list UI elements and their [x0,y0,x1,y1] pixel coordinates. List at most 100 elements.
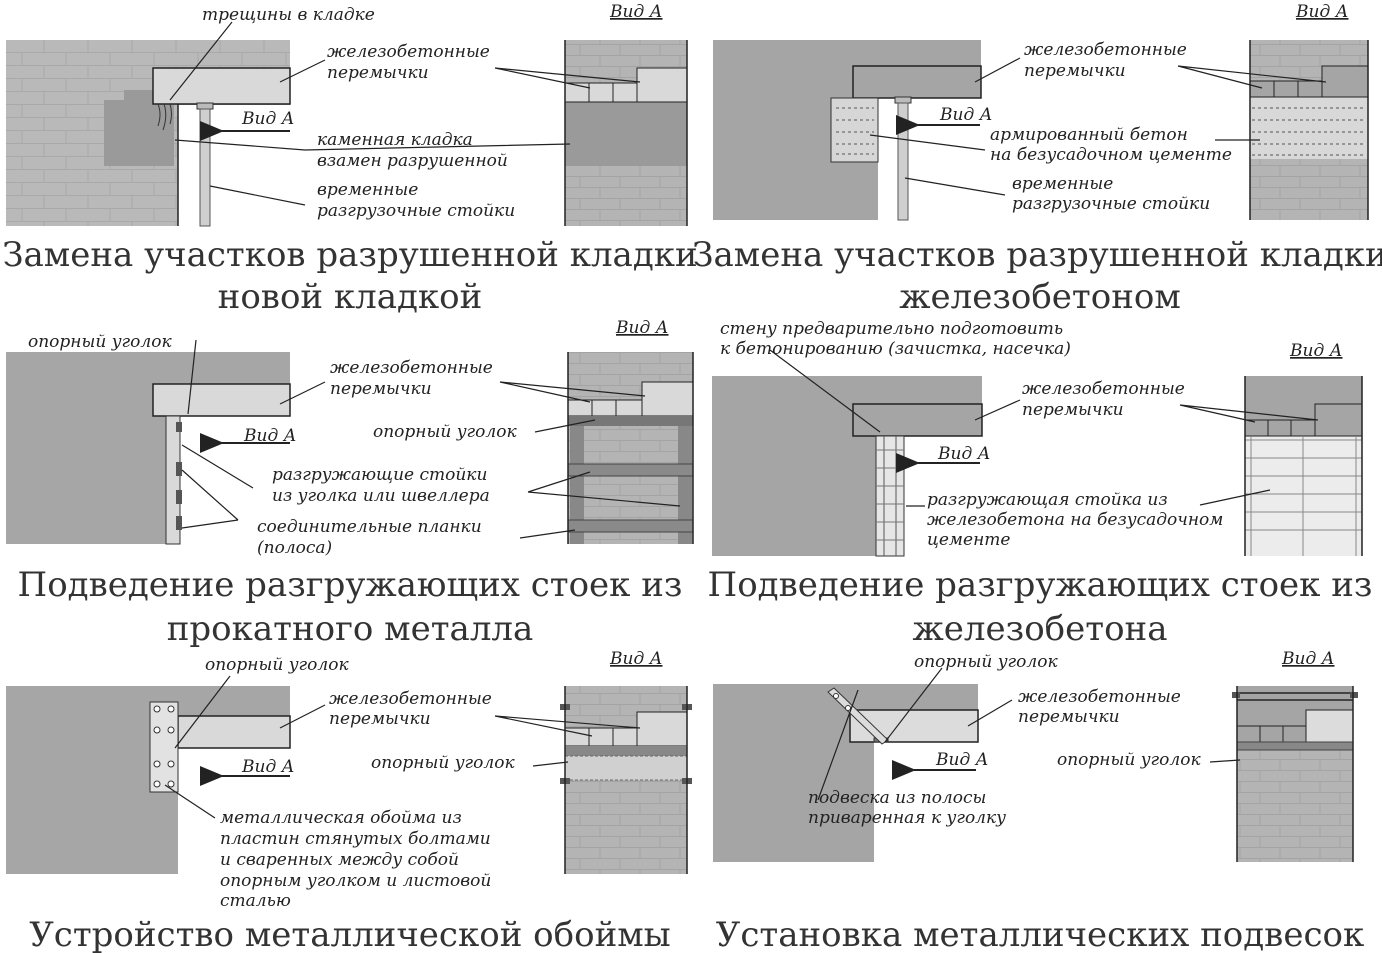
label-posts-1: разгружающие стойки [272,465,487,485]
side-view-lintel [1321,65,1369,98]
label-lintels-1: железобетонные [1022,379,1185,399]
opening [178,105,290,226]
caption-line-1: Подведение разгружающих стоек из [708,565,1373,605]
panel-5: Вид А Вид А опорный уголок железобетонны… [6,649,692,953]
label-lintels-2: перемычки [1018,707,1120,727]
side-view-edges [1249,40,1369,220]
label-jacket-1: металлическая обойма из [220,808,462,828]
label-hanger-1: подвеска из полосы [808,788,986,808]
label-lintels-1: железобетонные [1018,687,1181,707]
arrow-label: Вид А [241,109,295,129]
arrow-label: Вид А [939,105,993,125]
label-lintels-2: перемычки [1024,61,1126,81]
label-concrete-1: армированный бетон [990,125,1188,145]
side-view-bolts [1232,692,1358,698]
panel-2: Вид А Вид А железобетонные перемычки арм… [692,2,1382,317]
temporary-post [199,108,211,227]
label-posts-1: временные [1012,174,1113,194]
leader-lines [181,339,681,539]
label-post-3: цементе [927,530,1010,550]
label-lintels-1: железобетонные [1024,40,1187,60]
side-view-sheet-steel [564,755,688,781]
arrow-label: Вид А [243,426,297,446]
crack-lines [157,103,172,131]
side-view-lintel [636,67,688,103]
opening [878,98,981,220]
label-jacket-5: сталью [220,891,291,911]
hanger-strap [827,687,889,745]
concrete-post-ties [876,449,904,541]
label-support-angle-top: опорный уголок [205,655,349,675]
side-view-lintel [641,381,694,417]
arrow-label: Вид А [241,757,295,777]
side-view-lintel-blocks [567,399,643,417]
opening [874,742,978,862]
label-lintels-2: перемычки [330,379,432,399]
label-support-angle-side: опорный уголок [371,753,515,773]
side-view-strap-lines [1237,692,1353,701]
label-lintels-1: железобетонные [330,358,493,378]
temporary-post-cap [196,102,214,110]
panel-4: Вид А Вид А стену предварительно подгото… [708,319,1373,649]
leader-lines [817,667,1241,801]
side-view-concrete-grid [1245,436,1362,556]
leader-lines [164,675,641,819]
label-posts-2: разгрузочные стойки [1012,194,1210,214]
label-jacket-2: пластин стянутых болтами [220,829,491,849]
opening [166,416,290,544]
lintel [177,715,291,749]
label-lintels-2: перемычки [1022,400,1124,420]
side-view-lintel [1305,709,1354,743]
replaced-masonry [104,100,174,166]
caption-line-2: железобетоном [899,277,1181,317]
panel-1: Вид А Вид А трещины в кладке железобетон… [2,2,697,317]
label-concrete-2: на безусадочном цементе [990,145,1232,165]
side-view-lintel-blocks [1249,80,1323,98]
lintel [852,65,982,99]
label-prepare-2: к бетонированию (зачистка, насечка) [720,339,1071,359]
side-view-edges [1244,376,1363,556]
side-view-angle [568,416,693,426]
side-view-post-left [570,426,584,544]
arrow-label: Вид А [935,750,989,770]
side-view-edges [564,40,688,226]
label-masonry-1: каменная кладка [317,130,473,150]
label-support-angle-top: опорный уголок [914,652,1058,672]
steel-jacket-plate [149,701,179,793]
label-post-2: железобетона на безусадочном [927,510,1223,530]
view-title: Вид А [1289,341,1343,361]
label-cracks: трещины в кладке [202,5,375,25]
view-title: Вид А [1281,649,1335,669]
concrete-post [875,435,905,557]
label-support-angle-top: опорный уголок [28,332,172,352]
side-view-rebars [1252,107,1366,156]
side-view-concrete-zone [1250,97,1368,159]
view-title: Вид А [609,649,663,669]
label-jacket-4: опорным уголком и листовой [220,871,491,891]
label-plates-2: (полоса) [257,538,332,558]
side-view-angle [565,746,687,756]
side-view-repair-zone [565,102,687,166]
label-lintels-1: железобетонные [327,42,490,62]
side-view-edges [567,352,694,544]
temporary-post-cap [894,96,912,104]
steel-post [165,415,181,545]
bolts [153,705,175,788]
side-view-angle [1236,741,1354,751]
caption-line-1: Установка металлических подвесок [716,915,1364,953]
reinforced-concrete-patch [830,97,879,163]
label-jacket-3: и сваренных между собой [220,850,459,870]
leader-lines [169,21,641,206]
temporary-post [897,102,909,221]
caption-line-2: прокатного металла [167,609,534,649]
caption-line-1: Замена участков разрушенной кладки [2,235,697,275]
side-view-wall [568,352,693,544]
lintel [152,383,291,417]
label-posts-1: временные [317,180,418,200]
arrow-label: Вид А [937,444,991,464]
connecting-plates [176,422,182,530]
view-title: Вид А [1295,2,1349,22]
side-view-edges [564,686,688,874]
label-support-angle-side: опорный уголок [373,422,517,442]
